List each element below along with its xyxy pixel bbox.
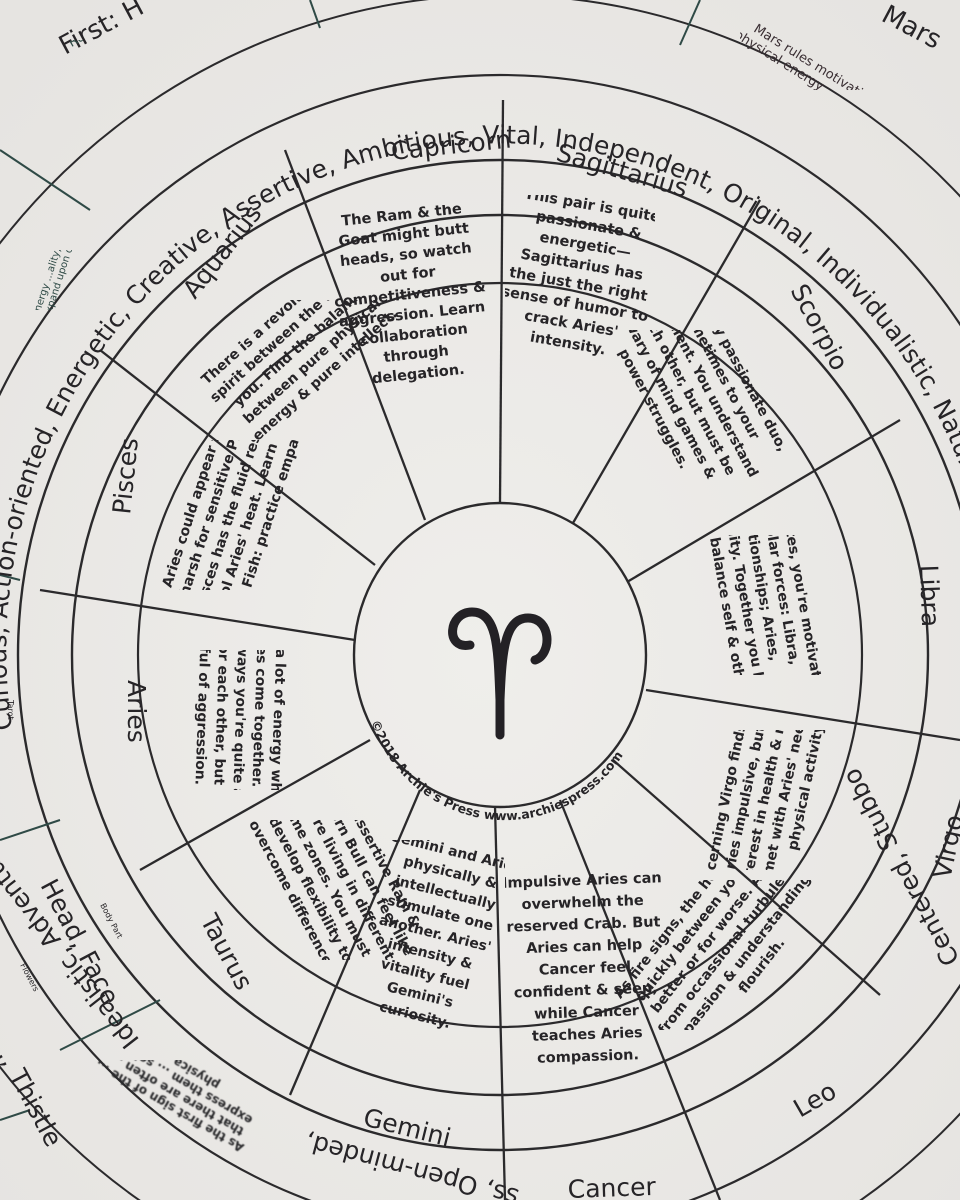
compat-taurus: The assertive Ram & stubborn Bull can fe… xyxy=(245,820,423,960)
first-sign-description: As the first sign of the ... that there … xyxy=(93,1060,255,1155)
tarot-label: Tarot xyxy=(6,699,15,720)
compat-libra: As opposites, you're motivated by polar … xyxy=(696,535,827,675)
compat-cancer: Impulsive Aries can overwhelm the reserv… xyxy=(505,870,662,1066)
sign-name-libra: Libra xyxy=(914,564,945,627)
sign-name-aries: Aries xyxy=(122,680,151,743)
compat-scorpio: A highly passionate duo, sometimes to yo… xyxy=(615,330,790,480)
compat-aries: There's a lot of energy when two Aries c… xyxy=(191,650,290,790)
sign-name-cancer: Cancer xyxy=(567,1172,657,1200)
compat-pisces: Aries could appear to be a bit harsh for… xyxy=(160,440,312,590)
compat-aquarius: There is a revolutionary spirit between … xyxy=(199,300,401,440)
outer-dividers xyxy=(0,0,701,1121)
sector-dividers xyxy=(39,99,960,1200)
aries-symbol-icon xyxy=(448,607,552,740)
planet-description: Mars rules motivation, asser... physical… xyxy=(740,22,928,90)
house-description: Rules identity, physical vitality & ... … xyxy=(70,40,311,51)
left-description: ...ive energy ...ality, they amplify & e… xyxy=(22,250,88,310)
